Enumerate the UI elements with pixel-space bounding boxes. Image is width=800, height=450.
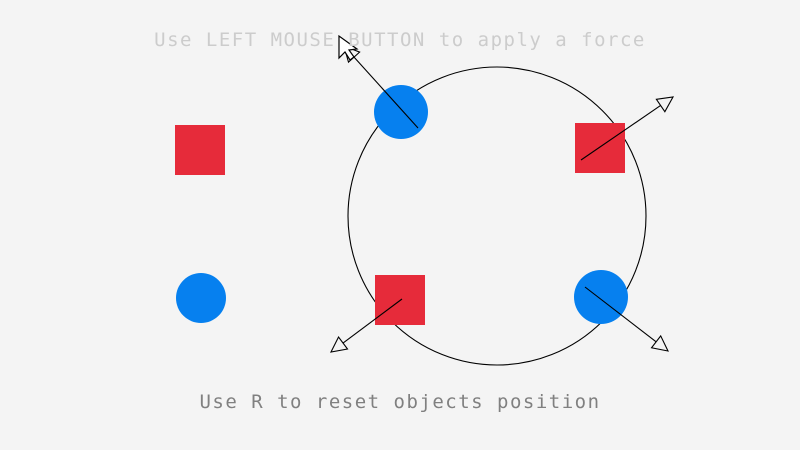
mouse-cursor-icon	[338, 34, 359, 61]
force-vector-circle-bottom-right	[584, 286, 669, 352]
force-vector-square-top-right	[580, 96, 675, 161]
arrowhead-icon	[330, 335, 349, 353]
constraint-circle	[347, 66, 647, 366]
body-circle-left[interactable]	[176, 273, 226, 323]
force-vector-square-bottom-center	[330, 298, 403, 353]
body-square-left[interactable]	[175, 125, 225, 175]
body-circle-bottom-right[interactable]	[574, 270, 628, 324]
body-square-top-right[interactable]	[575, 123, 625, 173]
arrowhead-icon	[655, 96, 675, 113]
body-circle-top[interactable]	[374, 85, 428, 139]
arrowhead-icon	[650, 334, 669, 352]
